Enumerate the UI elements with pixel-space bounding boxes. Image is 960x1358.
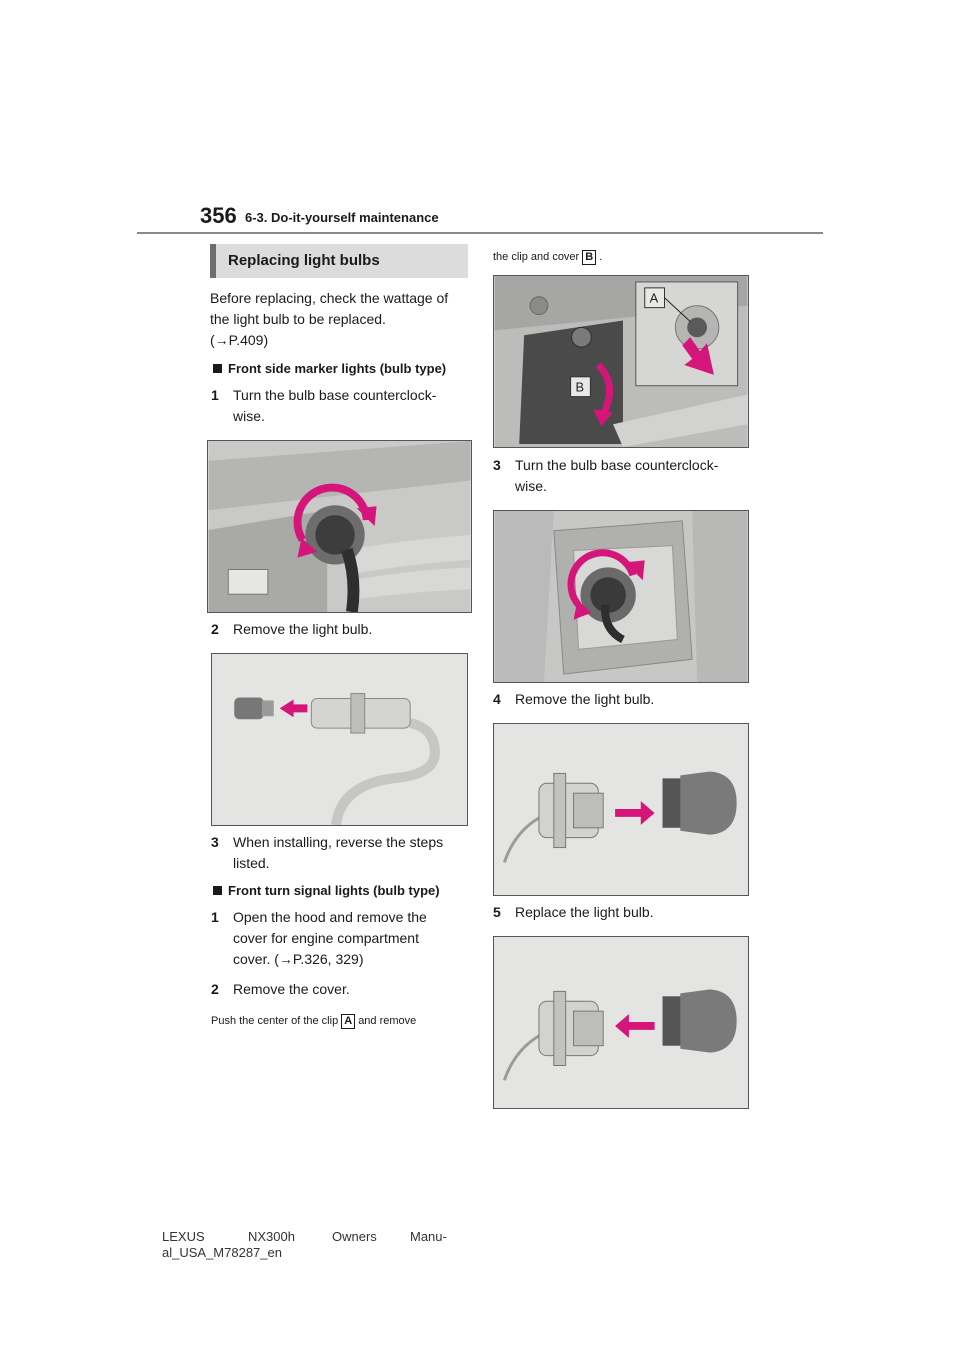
step-text: Remove the cover.	[233, 981, 350, 997]
header-rule	[137, 232, 823, 234]
figure-illustration: B A	[494, 276, 748, 447]
label-b: B	[582, 250, 597, 265]
step-text: Remove the light bulb.	[515, 691, 655, 707]
step-number: 5	[493, 904, 501, 920]
step-item: 2 Remove the light bulb.	[211, 619, 471, 640]
step-item: 4 Remove the light bulb.	[493, 689, 753, 710]
figure-illustration	[212, 654, 467, 825]
bullet-square-icon	[213, 886, 222, 895]
figure-remove-turn-bulb	[493, 723, 749, 896]
step-number: 3	[211, 834, 219, 850]
step-text: Remove the light bulb.	[233, 621, 373, 637]
intro-reference: (→P.409)	[210, 332, 269, 348]
step-text: Turn the bulb base counterclock-	[515, 457, 719, 473]
step-text: cover for engine compartment	[233, 930, 419, 946]
footer-line: al_USA_M78287_en	[162, 1245, 282, 1260]
step-item: 3 When installing, reverse the steps lis…	[211, 832, 471, 874]
step-number: 2	[211, 621, 219, 637]
step-text: listed.	[233, 855, 270, 871]
figure-replace-turn-bulb	[493, 936, 749, 1109]
step-item: 1 Turn the bulb base counterclock- wise.	[211, 385, 471, 427]
step-text: Open the hood and remove the	[233, 909, 427, 925]
label-a: A	[341, 1014, 356, 1029]
footer-line: LEXUS NX300h Owners Manu-	[162, 1229, 447, 1245]
step-text: Turn the bulb base counterclock-	[233, 387, 437, 403]
figure-bulb-removal	[211, 653, 468, 826]
note-part: and remove	[358, 1015, 417, 1027]
figure-illustration	[208, 441, 471, 612]
figure-label-a: A	[650, 291, 659, 306]
intro-line: Before replacing, check the wattage of	[210, 290, 449, 306]
step-number: 3	[493, 457, 501, 473]
footer-word: LEXUS	[162, 1229, 205, 1244]
note-part: Push the center of the clip	[211, 1015, 339, 1027]
step-text: When installing, reverse the steps	[233, 834, 444, 850]
figure-illustration	[494, 724, 748, 895]
intro-text: Before replacing, check the wattage of t…	[210, 288, 448, 351]
subheading-front-side-marker: Front side marker lights (bulb type)	[213, 361, 446, 376]
subheading-front-turn-signal: Front turn signal lights (bulb type)	[213, 883, 440, 898]
page-number: 356	[200, 203, 237, 228]
page-title-box: Replacing light bulbs	[210, 244, 468, 278]
subheading-text: Front turn signal lights (bulb type)	[228, 883, 440, 898]
figure-label-b: B	[576, 380, 585, 395]
bullet-square-icon	[213, 364, 222, 373]
step-item: 5 Replace the light bulb.	[493, 902, 753, 923]
step-text: wise.	[233, 408, 265, 424]
subheading-text: Front side marker lights (bulb type)	[228, 361, 447, 376]
step-item: 3 Turn the bulb base counterclock- wise.	[493, 455, 753, 497]
footer-word: NX300h	[248, 1229, 295, 1244]
figure-cover-removal: B A	[493, 275, 749, 448]
step-text: wise.	[515, 478, 547, 494]
intro-line: the light bulb to be replaced.	[210, 311, 386, 327]
footer: LEXUS NX300h Owners Manu- al_USA_M78287_en	[162, 1229, 447, 1261]
step-item: 2 Remove the cover.	[211, 979, 471, 1000]
step-number: 2	[211, 981, 219, 997]
figure-illustration	[494, 937, 748, 1108]
note-part: .	[599, 251, 603, 263]
step-number: 4	[493, 691, 501, 707]
figure-turn-signal-base	[493, 510, 749, 683]
step-item: 1 Open the hood and remove the cover for…	[211, 907, 471, 970]
figure-illustration	[494, 511, 748, 682]
footer-word: Owners	[332, 1229, 377, 1244]
footer-word: Manu-	[410, 1229, 447, 1244]
section-title: 6-3. Do-it-yourself maintenance	[245, 210, 439, 225]
page-title: Replacing light bulbs	[228, 252, 380, 269]
step-number: 1	[211, 909, 219, 925]
step-reference: cover. (→P.326, 329)	[233, 951, 364, 967]
note-part: the clip and cover	[493, 251, 580, 263]
step-number: 1	[211, 387, 219, 403]
step-text: Replace the light bulb.	[515, 904, 654, 920]
figure-bulb-base-turn	[207, 440, 472, 613]
